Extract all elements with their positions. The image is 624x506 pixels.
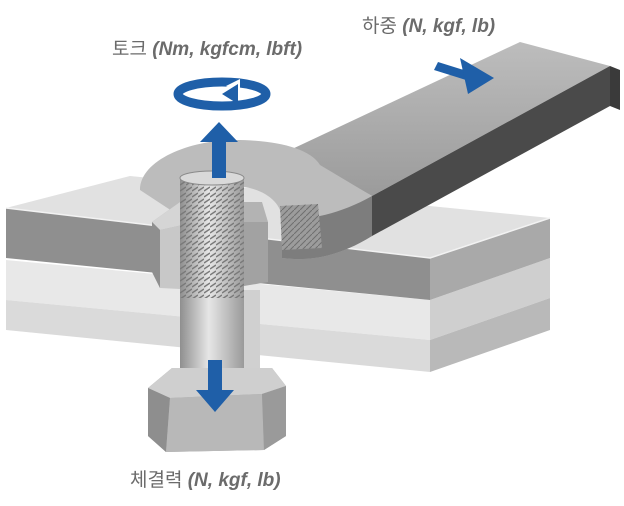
clamp-name: 체결력 <box>130 470 183 491</box>
torque-units: (Nm, kgfcm, lbft) <box>152 39 303 60</box>
bolt-thread <box>179 170 245 298</box>
torque-name: 토크 <box>112 39 147 60</box>
load-label: 하중 (N, kgf, lb) <box>362 17 495 36</box>
load-name: 하중 <box>362 16 397 37</box>
right-arrow-icon <box>434 58 494 94</box>
torque-label: 토크 (Nm, kgfcm, lbft) <box>112 40 302 59</box>
down-arrow-icon <box>196 360 234 412</box>
load-units: (N, kgf, lb) <box>402 16 496 37</box>
clamping-force-label: 체결력 (N, kgf, lb) <box>130 471 281 490</box>
clamp-units: (N, kgf, lb) <box>187 470 281 491</box>
up-arrow-icon <box>200 122 238 178</box>
rotation-arrow-icon <box>173 77 271 111</box>
wrench <box>140 42 620 260</box>
